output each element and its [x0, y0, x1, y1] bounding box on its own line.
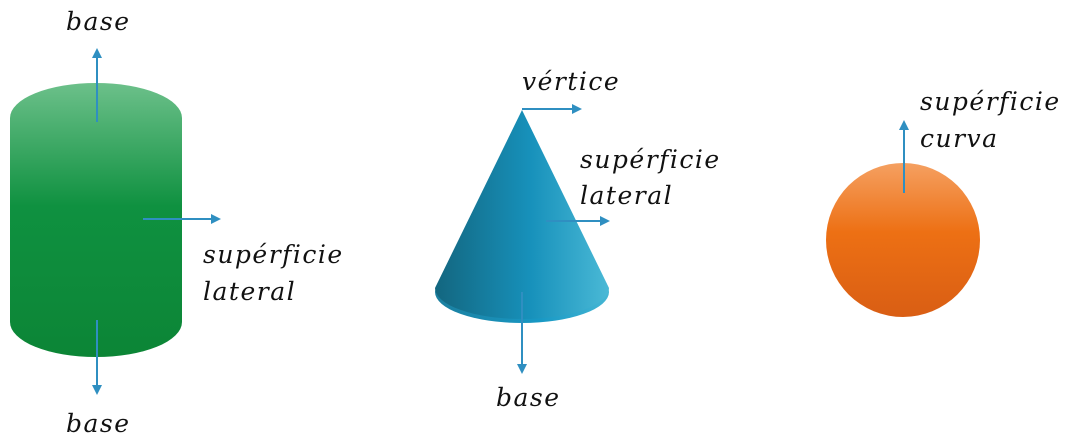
cone-icon [435, 110, 609, 323]
cylinder-lateral-label-line1: supérficie [203, 240, 344, 269]
cone-group: vértice supérficie lateral base [435, 67, 721, 412]
sphere-surface-label-line2: curva [920, 124, 999, 153]
sphere-surface-label-line1: supérficie [920, 87, 1061, 116]
cylinder-bottom-base-label: base [66, 409, 131, 438]
cylinder-top-base-label: base [66, 7, 131, 36]
cylinder-lateral-label-line2: lateral [203, 277, 296, 306]
cone-lateral-label-line1: supérficie [580, 145, 721, 174]
cone-lateral-label-line2: lateral [580, 181, 673, 210]
cone-vertex-label: vértice [522, 67, 620, 96]
cone-base-label: base [496, 383, 561, 412]
cylinder-group: base supérficie lateral base [10, 7, 344, 438]
sphere-icon [826, 163, 980, 317]
sphere-group: supérficie curva [826, 87, 1061, 317]
cylinder-icon [10, 83, 182, 357]
